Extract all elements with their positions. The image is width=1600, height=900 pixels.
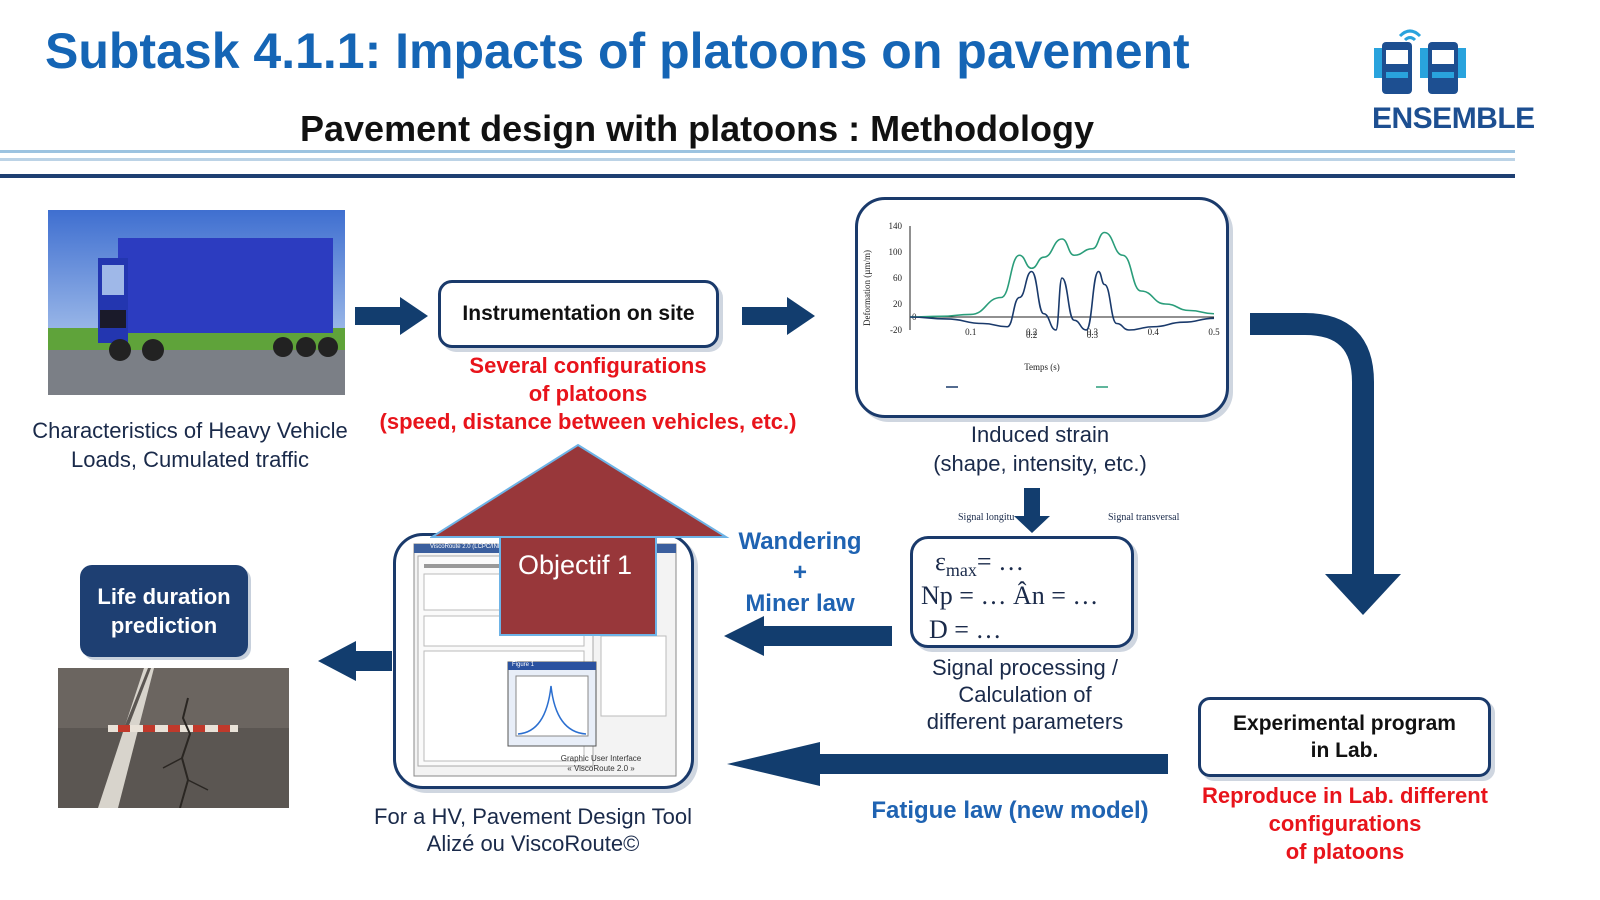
x-tick-label: 0.3 [1087, 330, 1099, 340]
experimental-program-box: Experimental program in Lab. [1198, 697, 1491, 777]
screen-title: ViscoRoute 2.0 (LCPC/INRETS) [430, 544, 516, 550]
y-tick-label: 20 [893, 299, 903, 309]
lab-configs-line1: Reproduce in Lab. different [1201, 783, 1489, 808]
life-duration-line1: Life duration [97, 584, 231, 609]
platoon-configs-line1: Several configurations [469, 353, 707, 378]
arrow-right-2 [742, 297, 815, 335]
platoon-configs-text: Several configurations of platoons (spee… [368, 352, 808, 436]
gui-caption-line2: « ViscoRoute 2.0 » [567, 764, 635, 773]
equation-epsilon-rest: = … [976, 547, 1025, 576]
equation-damage: D = … [929, 615, 1002, 644]
signal-caption-line3: different parameters [926, 709, 1124, 734]
equation-epsilon-sub: max [945, 560, 977, 581]
x-axis-label: Temps (s) [1024, 362, 1060, 372]
gui-caption: Graphic User Interface « ViscoRoute 2.0 … [546, 754, 656, 774]
wandering-line3: Miner law [745, 590, 855, 617]
logo-text: ENSEMBLE [1372, 102, 1535, 135]
page-title: Subtask 4.1.1: Impacts of platoons on pa… [45, 23, 1190, 79]
y-tick-label: 100 [889, 247, 903, 257]
tool-caption: For a HV, Pavement Design Tool Alizé ou … [348, 803, 718, 857]
x-tick-label: 0.5 [1208, 327, 1220, 337]
platoon-configs-line3: (speed, distance between vehicles, etc.) [379, 409, 797, 434]
arrow-left-fatigue [727, 742, 1168, 786]
wandering-miner-text: Wandering + Miner law [725, 526, 875, 619]
tool-caption-line2: Alizé ou ViscoRoute© [426, 831, 640, 856]
instrumentation-label: Instrumentation on site [462, 302, 695, 325]
wandering-line1: Wandering [738, 528, 862, 555]
signal-caption: Signal processing / Calculation of diffe… [895, 654, 1155, 735]
lab-configs-text: Reproduce in Lab. different configuratio… [1190, 782, 1500, 866]
strain-caption: Induced strain (shape, intensity, etc.) [890, 420, 1190, 478]
strain-caption-line1: Induced strain [970, 422, 1110, 447]
truck-photo [48, 210, 345, 395]
signal-longitudinal-label: Signal longitu [958, 512, 1015, 523]
signal-processing-box: εmax= … Np = … Ân = … D = … [910, 536, 1134, 648]
x-tick-label: 0.3 [1087, 327, 1099, 337]
curved-arrow-down [1250, 313, 1401, 615]
truck-caption-line1: Characteristics of Heavy Vehicle [32, 418, 348, 443]
wandering-line2: + [792, 559, 807, 586]
arrow-left-2 [318, 641, 392, 681]
x-tick-label: 0.4 [1148, 327, 1160, 337]
signal-caption-line1: Signal processing / [932, 655, 1118, 680]
signal-caption-line2: Calculation of [958, 682, 1092, 707]
equation-epsilon: εmax= … [935, 547, 1024, 581]
life-duration-box: Life duration prediction [80, 565, 248, 657]
page-subtitle: Pavement design with platoons : Methodol… [300, 108, 1095, 149]
header-rule-light-2 [0, 158, 1515, 161]
equation-epsilon-symbol: ε [935, 547, 946, 576]
strain-series-1 [909, 231, 1215, 318]
strain-series-2 [909, 270, 1215, 331]
objectif-arrow [430, 443, 730, 636]
truck-platoon-icon [1374, 29, 1466, 94]
tool-caption-line1: For a HV, Pavement Design Tool [374, 804, 692, 829]
truck-caption: Characteristics of Heavy Vehicle Loads, … [20, 416, 360, 474]
figure-title: Figure 1 [512, 662, 535, 668]
instrumentation-box: Instrumentation on site [438, 280, 719, 348]
x-tick-label: 0.1 [965, 327, 976, 337]
equation-np: Np = … Ân = … [921, 581, 1099, 610]
y-tick-label: 60 [893, 273, 903, 283]
header-rule-dark [0, 174, 1515, 178]
arrow-right-1 [355, 297, 428, 335]
strain-caption-line2: (shape, intensity, etc.) [933, 451, 1147, 476]
truck-caption-line2: Loads, Cumulated traffic [70, 447, 310, 472]
fatigue-law-label: Fatigue law (new model) [871, 797, 1149, 824]
life-duration-line2: prediction [110, 613, 218, 638]
ensemble-logo [1372, 28, 1502, 138]
x-tick-label: 0.2 [1026, 327, 1037, 337]
y-tick-label: -20 [890, 325, 902, 335]
objectif-label: Objectif 1 [517, 550, 633, 580]
arrow-left-1 [724, 616, 892, 656]
y-tick-label: 140 [889, 221, 903, 231]
y-axis-label: Deformation (µm/m) [862, 250, 872, 326]
experimental-line1: Experimental program [1233, 712, 1456, 735]
arrow-down-small [1014, 488, 1050, 533]
signal-transversal-label: Signal transversal [1108, 512, 1180, 523]
header-rule-light [0, 150, 1515, 153]
lab-configs-line2: configurations [1268, 811, 1422, 836]
platoon-configs-line2: of platoons [528, 381, 648, 406]
gui-caption-line1: Graphic User Interface [560, 754, 642, 763]
cracked-road-photo [58, 668, 289, 808]
lab-configs-line3: of platoons [1285, 839, 1405, 864]
experimental-line2: in Lab. [1310, 739, 1379, 762]
x-tick-label: 0.2 [1026, 330, 1037, 340]
